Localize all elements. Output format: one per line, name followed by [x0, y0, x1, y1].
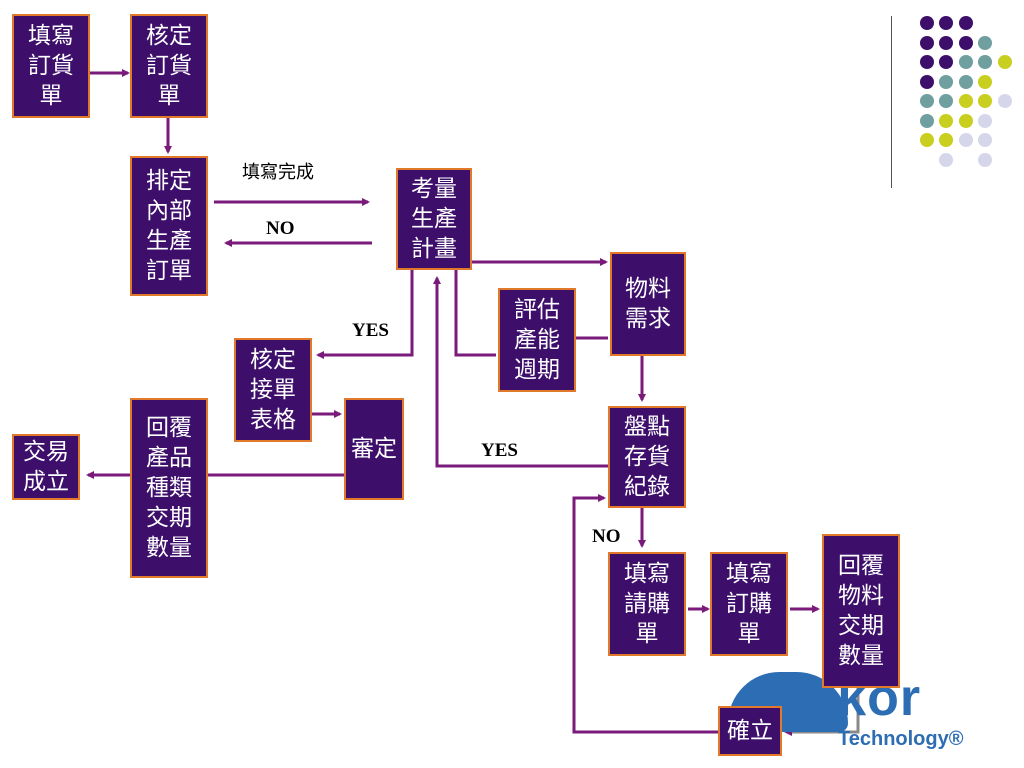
decorative-dot — [939, 133, 953, 147]
decorative-dot — [978, 113, 992, 128]
logo-tagline: Technology® — [838, 728, 964, 750]
decorative-dot — [919, 74, 934, 89]
arrow-inventory-to-plan-yes — [433, 276, 608, 468]
decorative-dot — [958, 35, 973, 50]
arrow-confirm-to-inventory — [572, 494, 718, 734]
decorative-divider — [891, 16, 892, 188]
decorative-dot — [997, 55, 1012, 69]
decorative-dot — [919, 94, 934, 108]
node-inventory: 盤點 存貨 紀錄 — [608, 406, 686, 508]
decorative-dot — [919, 133, 934, 147]
node-fill-purchase: 填寫 訂購 單 — [710, 552, 788, 656]
label-no-top: NO — [266, 218, 295, 239]
arrow-reply-to-confirm — [784, 688, 860, 736]
decorative-dot — [958, 55, 973, 69]
label-filled: 填寫完成 — [242, 162, 314, 183]
node-deal-done: 交易 成立 — [12, 434, 80, 500]
node-reply-product: 回覆 產品 種類 交期 數量 — [130, 398, 208, 578]
node-eval-capacity: 評估 產能 週期 — [498, 288, 576, 392]
decorative-dot — [939, 94, 953, 108]
node-confirm: 確立 — [718, 706, 782, 756]
decorative-dot — [939, 152, 953, 167]
decorative-dot — [978, 74, 992, 89]
node-consider-plan: 考量 生產 計畫 — [396, 168, 472, 270]
node-verify-order: 核定 訂貨 單 — [130, 14, 208, 118]
decorative-dot — [997, 94, 1012, 108]
decorative-dot — [958, 113, 973, 128]
label-yes-mid: YES — [481, 440, 518, 461]
decorative-dot — [919, 113, 934, 128]
label-no-bottom: NO — [592, 526, 621, 547]
decorative-dot — [939, 35, 953, 50]
decorative-dot — [978, 133, 992, 147]
node-fill-request: 填寫 請購 單 — [608, 552, 686, 656]
arrow-plan-to-accept-yes — [316, 270, 414, 359]
node-review: 審定 — [344, 398, 404, 500]
decorative-dot — [958, 74, 973, 89]
decorative-dot — [939, 16, 953, 30]
decorative-dot — [939, 55, 953, 69]
decorative-dot — [978, 55, 992, 69]
node-reply-material: 回覆 物料 交期 數量 — [822, 534, 900, 688]
decorative-dot — [958, 133, 973, 147]
decorative-dot — [978, 152, 992, 167]
node-material-need: 物料 需求 — [610, 252, 686, 356]
arrow-plan-to-capacity — [454, 270, 496, 357]
decorative-dot — [958, 94, 973, 108]
node-schedule-internal: 排定 內部 生產 訂單 — [130, 156, 208, 296]
node-fill-order: 填寫 訂貨 單 — [12, 14, 90, 118]
decorative-dot — [919, 35, 934, 50]
label-yes-left: YES — [352, 320, 389, 341]
decorative-dot — [978, 94, 992, 108]
node-verify-accept: 核定 接單 表格 — [234, 338, 312, 442]
decorative-dot — [919, 16, 934, 30]
decorative-dot — [958, 16, 973, 30]
decorative-dot — [939, 74, 953, 89]
decorative-dot — [978, 35, 992, 50]
decorative-dot — [919, 55, 934, 69]
decorative-dot — [939, 113, 953, 128]
